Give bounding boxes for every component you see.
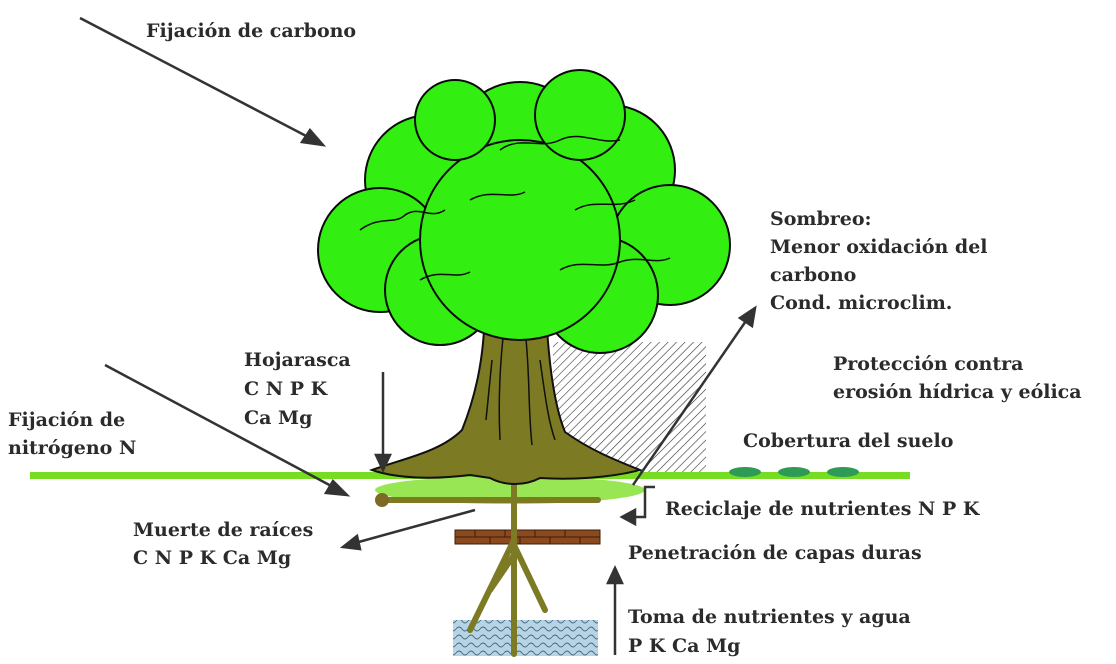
label-erosion-protection: Protección contra erosión hídrica y eóli…	[833, 350, 1082, 406]
label-erosion-protection-line: erosión hídrica y eólica	[833, 381, 1082, 403]
label-nitrogen-fixation: Fijación de nitrógeno N	[8, 406, 136, 462]
label-shade-line: Cond. microclim.	[770, 292, 953, 314]
tree-trunk	[369, 299, 644, 485]
label-leaf-litter-line: C N P K	[244, 378, 328, 400]
arrows	[79, 16, 757, 655]
nitrogen-fixation-arrow	[104, 363, 336, 490]
label-ground-cover: Cobertura del suelo	[743, 430, 954, 452]
label-leaf-litter-line: Hojarasca	[244, 349, 351, 371]
tree-foliage	[317, 69, 731, 354]
label-leaf-litter: Hojarasca C N P K Ca Mg	[244, 346, 351, 433]
label-carbon-fixation: Fijación de carbono	[146, 20, 357, 42]
label-erosion-protection-line: Protección contra	[833, 353, 1024, 375]
carbon-fixation-arrow	[79, 16, 311, 140]
hardpan-texture	[455, 530, 600, 544]
label-shade-line: Sombreo:	[770, 208, 872, 230]
label-uptake-line: P K Ca Mg	[628, 635, 741, 657]
label-shade-line: carbono	[770, 264, 857, 286]
label-uptake-line: Toma de nutrientes y agua	[628, 606, 911, 628]
root-death-arrow	[354, 508, 476, 545]
foliage-texture	[359, 135, 671, 281]
label-shade-line: Menor oxidación del	[770, 236, 988, 258]
label-uptake: Toma de nutrientes y agua P K Ca Mg	[628, 603, 911, 661]
label-shade: Sombreo: Menor oxidación del carbono Con…	[770, 205, 988, 317]
roots	[379, 475, 601, 657]
label-nitrogen-fixation-line: Fijación de	[8, 409, 126, 431]
label-nitrogen-fixation-line: nitrógeno N	[8, 437, 137, 459]
label-leaf-litter-line: Ca Mg	[244, 407, 313, 429]
recycling-arrow	[632, 485, 655, 519]
label-root-death: Muerte de raíces C N P K Ca Mg	[133, 516, 313, 572]
label-root-death-line: Muerte de raíces	[133, 519, 314, 541]
shade-arrow	[631, 317, 750, 486]
nodule	[375, 493, 389, 507]
label-root-death-line: C N P K Ca Mg	[133, 547, 292, 569]
ground-cover-patches	[729, 467, 859, 477]
label-nutrient-recycling: Reciclaje de nutrientes N P K	[665, 498, 980, 520]
label-hardpan-penetration: Penetración de capas duras	[628, 542, 922, 564]
